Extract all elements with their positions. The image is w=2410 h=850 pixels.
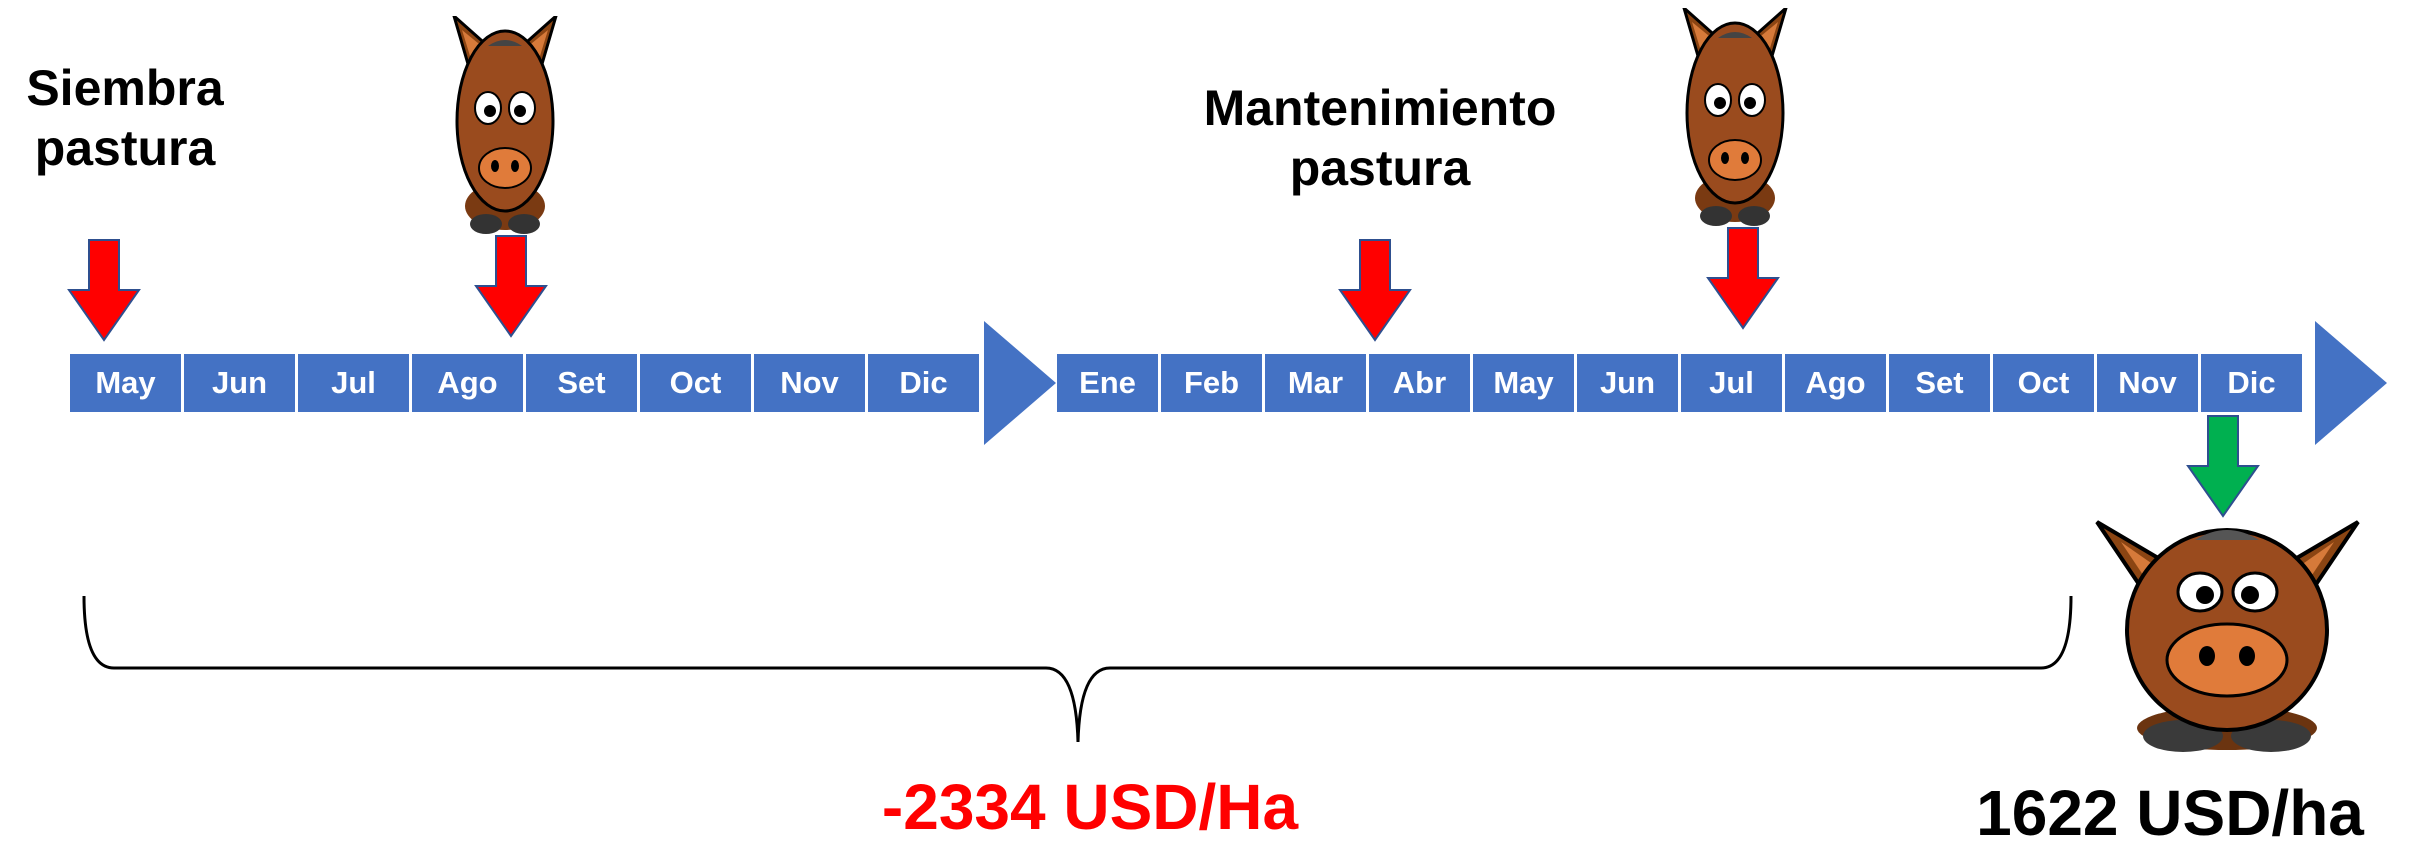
maintenance-label-line1: Mantenimiento <box>1203 80 1557 136</box>
month-cell: Nov <box>2097 354 2201 412</box>
sowing-down-arrow-icon <box>67 238 141 342</box>
sowing-label-line1: Siembra <box>26 60 224 116</box>
month-cell: Feb <box>1161 354 1265 412</box>
maintenance-label: Mantenimiento pastura <box>1130 78 1630 198</box>
donkey-icon <box>2095 500 2360 755</box>
timeline-year2-arrowhead <box>2315 321 2387 445</box>
month-cell: Mar <box>1265 354 1369 412</box>
month-cell: Ago <box>1785 354 1889 412</box>
month-cell: Set <box>526 354 640 412</box>
month-cell: Ago <box>412 354 526 412</box>
sale-down-arrow-icon <box>2186 414 2260 518</box>
maintenance-label-line2: pastura <box>1289 140 1471 196</box>
month-cell: Nov <box>754 354 868 412</box>
timeline-year1-arrowhead <box>984 321 1056 445</box>
month-cell: Set <box>1889 354 1993 412</box>
maintenance-down-arrow-icon <box>1338 238 1412 342</box>
month-cell: Oct <box>1993 354 2097 412</box>
month-cell: Dic <box>868 354 982 412</box>
sowing-label: Siembra pastura <box>0 58 250 178</box>
month-cell: Ene <box>1057 354 1161 412</box>
month-cell: Jun <box>1577 354 1681 412</box>
month-cell: May <box>70 354 184 412</box>
month-cell: Jul <box>1681 354 1785 412</box>
donkey-icon <box>1680 8 1790 228</box>
month-cell: Jun <box>184 354 298 412</box>
total-cost: -2334 USD/Ha <box>881 771 1299 843</box>
total-income: 1622 USD/ha <box>1976 777 2364 849</box>
month-cell: Abr <box>1369 354 1473 412</box>
month-cell: Dic <box>2201 354 2305 412</box>
grazing1-down-arrow-icon <box>474 234 548 338</box>
grazing2-down-arrow-icon <box>1706 226 1780 330</box>
curly-brace <box>80 592 2075 752</box>
sowing-label-line2: pastura <box>34 120 216 176</box>
month-cell: May <box>1473 354 1577 412</box>
month-cell: Oct <box>640 354 754 412</box>
donkey-icon <box>450 16 560 236</box>
month-cell: Jul <box>298 354 412 412</box>
